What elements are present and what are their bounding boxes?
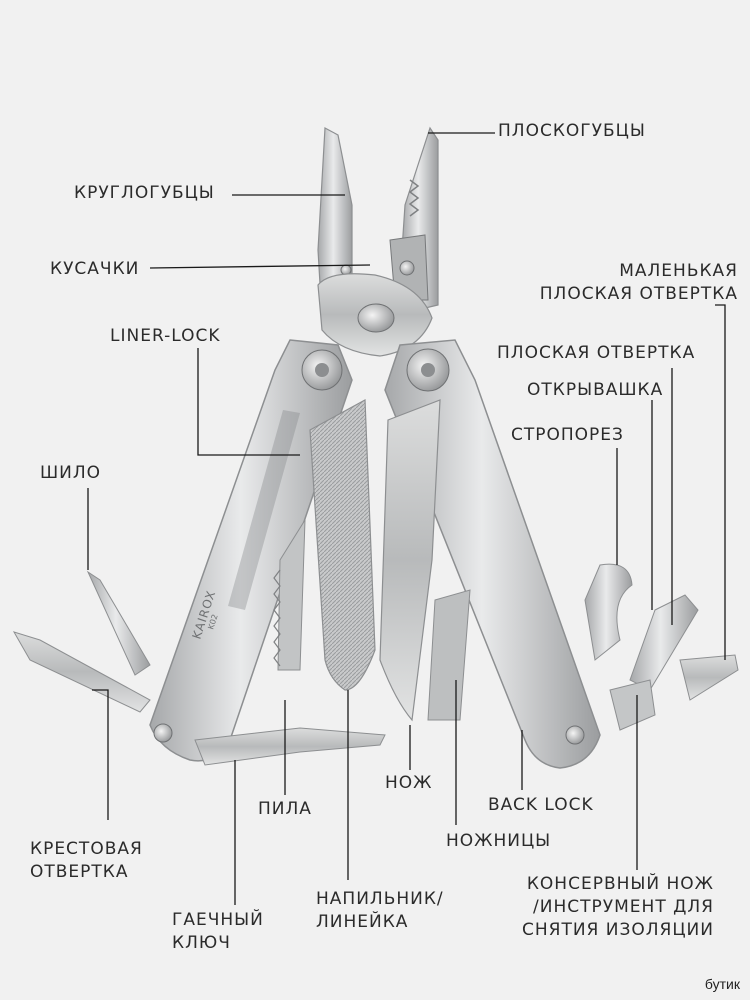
label-liner-lock: LINER-LOCK (110, 326, 221, 346)
label-pila: ПИЛА (258, 799, 312, 819)
small-screwdriver (679, 654, 739, 701)
leader-liner-lock (197, 348, 300, 456)
label-nozhnitsy: НОЖНИЦЫ (446, 831, 552, 851)
main-pivot (357, 303, 395, 333)
phillips-screwdriver (12, 631, 151, 713)
label-konservny-line3: СНЯТИЯ ИЗОЛЯЦИИ (521, 920, 714, 940)
wrench (194, 727, 386, 766)
label-otkryvashka: ОТКРЫВАШКА (527, 380, 664, 400)
awl (86, 570, 151, 676)
leader-malenkaya (715, 304, 726, 660)
label-kusachki: КУСАЧКИ (50, 259, 140, 279)
plier-teeth (408, 179, 420, 217)
bottle-opener (629, 594, 699, 691)
label-shilo: ШИЛО (40, 463, 102, 483)
cutter-bolt (399, 260, 415, 276)
label-nozh: НОЖ (385, 773, 433, 793)
label-gaechny-line2: КЛЮЧ (172, 933, 231, 953)
leader-lines (87, 132, 726, 905)
label-kruglogubtsy: КРУГЛОГУБЦЫ (74, 183, 215, 203)
leader-krestovaya (92, 689, 109, 820)
label-konservny-line1: КОНСЕРВНЫЙ НОЖ (526, 874, 714, 894)
saw-teeth (273, 569, 281, 667)
knife-blade (379, 399, 441, 722)
handle-right (384, 339, 601, 769)
watermark: бутик (704, 976, 740, 992)
scissors (427, 589, 471, 721)
label-ploskogubtsy: ПЛОСКОГУБЦЫ (498, 121, 646, 141)
label-malenkaya-line1: МАЛЕНЬКАЯ (619, 261, 738, 281)
leader-kusachki (149, 264, 371, 269)
label-napilnik-line1: НАПИЛЬНИК/ (316, 889, 444, 909)
file-tool (309, 399, 376, 691)
label-konservny-line2: /ИНСТРУМЕНТ ДЛЯ (533, 897, 714, 917)
handle-right-bottom-bolt (565, 725, 585, 745)
can-opener (609, 679, 656, 731)
label-krestovaya-line2: ОТВЕРТКА (30, 862, 129, 882)
label-back-lock: BACK LOCK (488, 795, 594, 815)
label-napilnik-line2: ЛИНЕЙКА (316, 912, 409, 932)
label-stroporez: СТРОПОРЕЗ (511, 425, 624, 445)
label-malenkaya-line2: ПЛОСКАЯ ОТВЕРТКА (539, 284, 738, 304)
strap-cutter (584, 563, 633, 661)
handle-left-slot (228, 410, 300, 610)
label-ploskaya: ПЛОСКАЯ ОТВЕРТКА (497, 343, 696, 363)
label-krestovaya-line1: КРЕСТОВАЯ (30, 839, 143, 859)
handle-left-bottom-bolt (153, 723, 173, 743)
saw-blade (277, 518, 306, 671)
label-gaechny-line1: ГАЕЧНЫЙ (172, 910, 264, 930)
